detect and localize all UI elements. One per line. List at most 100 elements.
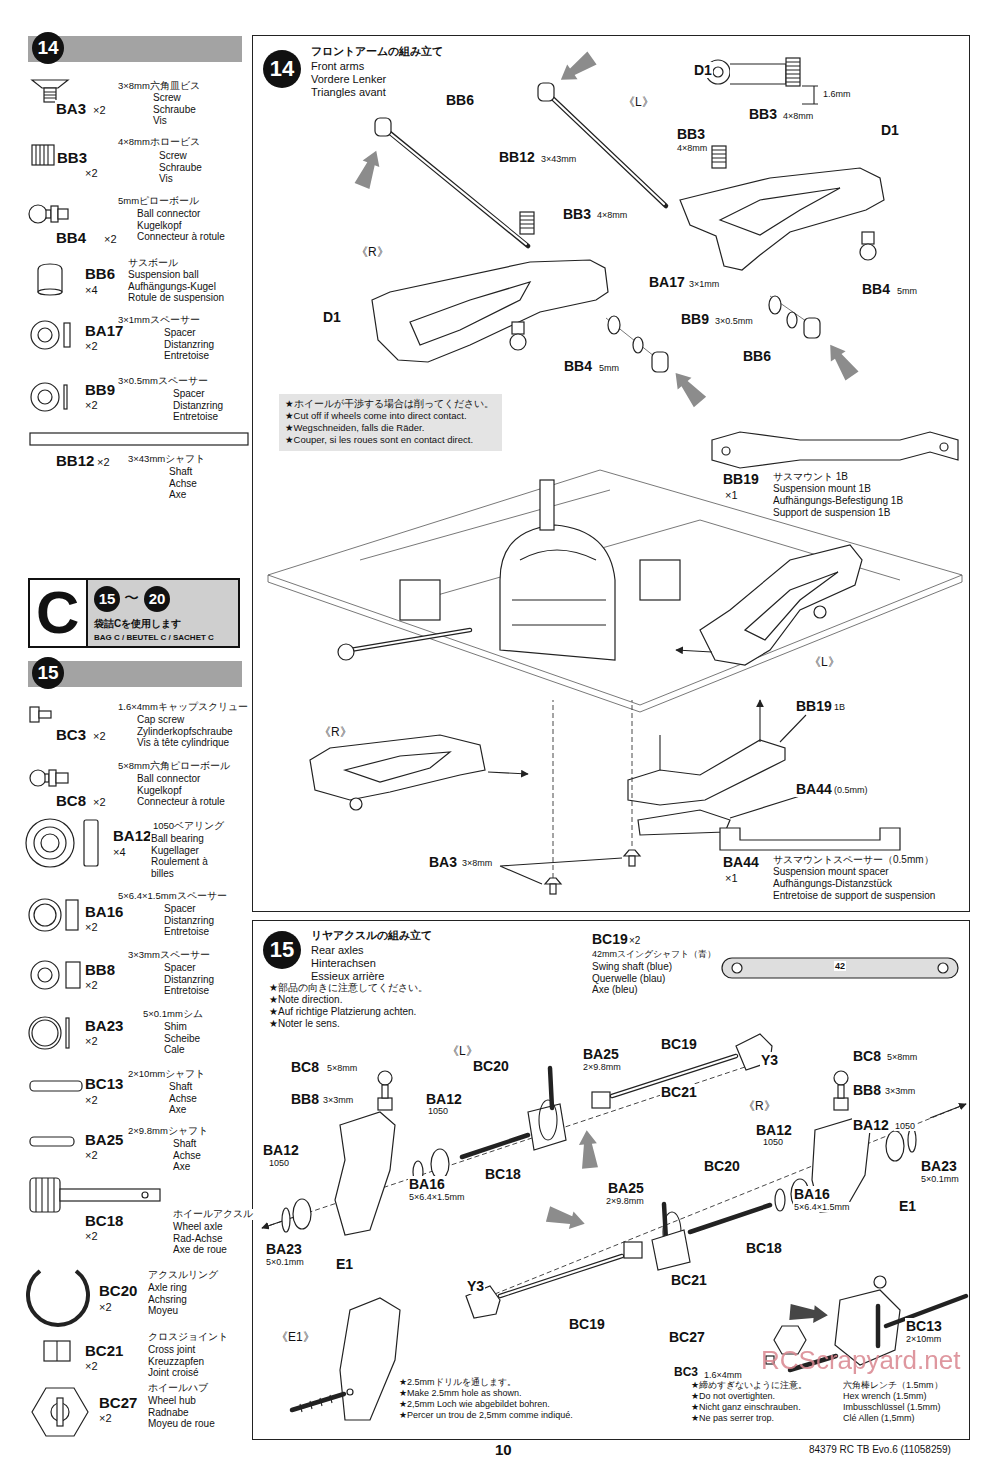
part-name: Schraube	[158, 162, 203, 174]
note-text: Clé Allen (1,5mm)	[842, 1413, 916, 1423]
part-code: BC19	[591, 931, 629, 947]
drawing-path	[876, 1306, 881, 1346]
drawing-ellipse	[608, 316, 620, 334]
quantity: ×2	[84, 167, 99, 180]
note-text: ★Auf richtige Platzierung achten.	[268, 1006, 417, 1018]
part-spec: 1050ベアリング	[152, 821, 225, 832]
drawing-path	[546, 92, 666, 206]
part-spec: サスボール	[127, 258, 179, 269]
drawing-ellipse	[282, 1208, 290, 1232]
quantity: ×2	[84, 1149, 99, 1162]
drawing-rect	[49, 770, 56, 786]
drawing-path	[712, 432, 958, 468]
label-text: 5×8mm	[326, 1063, 358, 1073]
drawing-path	[38, 264, 62, 292]
drawing-ellipse	[38, 289, 62, 295]
node-text: Essieux arrière	[311, 970, 384, 983]
drawing-circle	[34, 827, 66, 859]
label-text: 1050	[894, 1121, 916, 1131]
step-panel: フロントアームの組み立てFront armsVordere LenkerTria…	[252, 35, 970, 912]
note-text: ★2.5mmドリルを通します。	[398, 1377, 517, 1387]
note-text: Suspension mount 1B	[772, 483, 872, 495]
part-code: BC20	[703, 1158, 741, 1174]
drawing-rect	[375, 118, 391, 136]
drawing-ellipse	[908, 1128, 916, 1152]
part-code: BC27	[668, 1329, 706, 1345]
step-number: 15	[263, 931, 301, 969]
drawing-rect	[30, 1081, 82, 1091]
drawing-path	[462, 1135, 528, 1157]
label-text: 4×8mm	[782, 111, 814, 121]
note-text: Aufhängungs-Distanzstück	[772, 878, 893, 890]
part-code: BA12	[425, 1091, 463, 1107]
part-code: D1	[322, 309, 342, 325]
drawing-path	[652, 1230, 690, 1270]
label-text: 5×0.1mm	[265, 1257, 305, 1267]
part-code: BA16	[793, 1186, 831, 1202]
part-code: BB8	[852, 1082, 882, 1098]
drawing-path	[372, 260, 608, 362]
drawing-path	[690, 1205, 770, 1232]
part-code: BC13	[84, 1075, 124, 1092]
part-code: BC19	[568, 1316, 606, 1332]
part-code: BA3	[428, 854, 458, 870]
drawing-path	[500, 1256, 622, 1296]
part-code: BA23	[84, 1017, 124, 1034]
drawing-path	[720, 188, 840, 235]
note-text: ★Nicht ganz einschrauben.	[690, 1402, 802, 1412]
part-name: Cap screw	[136, 714, 185, 726]
step-number: 20	[144, 586, 170, 612]
drawing-path	[488, 772, 528, 774]
part-code: BC18	[745, 1240, 783, 1256]
part-code: BB9	[84, 381, 116, 398]
drawing-path	[500, 525, 615, 660]
drawing-ellipse	[293, 1199, 311, 1229]
drawing-polygon	[32, 1388, 88, 1436]
drawing-circle	[814, 606, 826, 618]
part-spec: 1.6×4mmキャップスクリュー	[117, 702, 249, 713]
part-code: BA12	[262, 1142, 300, 1158]
label-text: 5mm	[896, 286, 918, 296]
drawing-circle	[31, 321, 59, 349]
drawing-use	[354, 147, 385, 189]
note-text: Axe (bleu)	[591, 984, 639, 996]
label-text: 3×8mm	[461, 858, 493, 868]
part-code: BA3	[55, 100, 87, 117]
drawing-circle	[347, 1389, 353, 1395]
part-code: E1	[335, 1256, 354, 1272]
drawing-rect	[51, 206, 58, 222]
step-band: 14	[28, 36, 242, 62]
part-code: Y3	[466, 1278, 485, 1294]
part-code: BA25	[582, 1046, 620, 1062]
drawing-path	[720, 828, 900, 850]
quantity: ×2	[96, 456, 111, 469]
step-number: 14	[32, 32, 64, 64]
drawing-use	[669, 367, 707, 408]
part-name: Distanzring	[163, 339, 215, 351]
drawing-path	[802, 86, 818, 104]
drawing-rect	[58, 209, 68, 219]
drawing-rect	[60, 1189, 160, 1201]
part-name: Entretoise	[163, 985, 210, 997]
drawing-circle	[350, 798, 362, 810]
drawing-circle	[29, 899, 61, 931]
label-text: 3×1mm	[688, 279, 720, 289]
drawing-circle	[26, 819, 74, 867]
drawing-rect	[640, 560, 680, 600]
drawing-circle	[30, 770, 46, 786]
drawing-path	[32, 80, 68, 88]
note-text: ★締めすぎないように注意。	[690, 1380, 808, 1390]
drawing-circle	[29, 1017, 61, 1049]
part-spec: 2×9.8mmシャフト	[127, 1126, 209, 1137]
drawing-rect	[39, 711, 51, 718]
drawing-path	[676, 650, 712, 652]
part-name: Axe de roue	[172, 1244, 228, 1256]
drawing-path	[28, 1271, 88, 1325]
drawing-rect	[624, 1242, 642, 1258]
part-code: BB19	[722, 471, 760, 487]
node-text: Vordere Lenker	[311, 73, 386, 86]
drawing-rect	[30, 707, 39, 722]
drawing-rect	[84, 820, 98, 866]
node-text: 袋詰Cを使用します	[94, 618, 181, 630]
drawing-rect	[44, 1341, 70, 1361]
